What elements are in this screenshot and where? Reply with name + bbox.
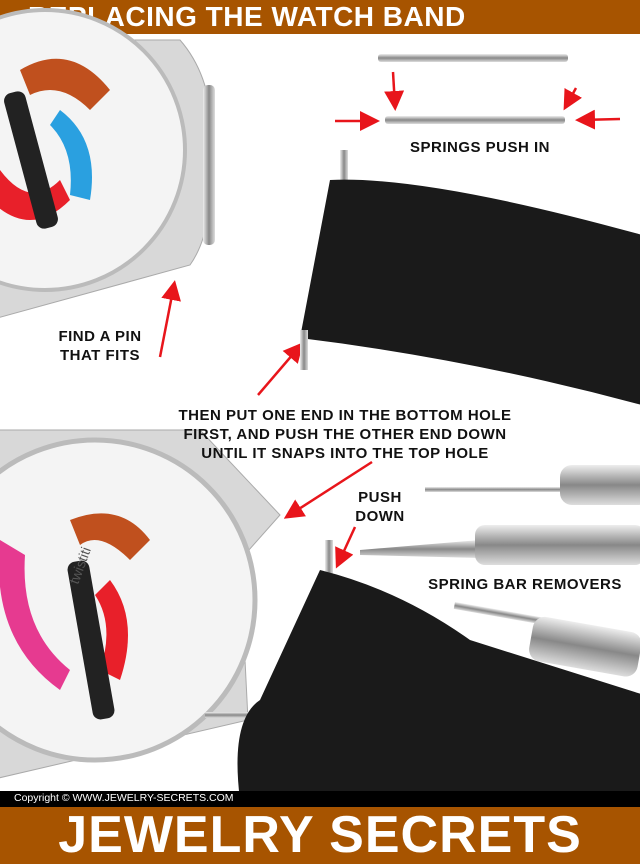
watch-top: [0, 10, 215, 320]
brand-name: JEWELRY SECRETS: [0, 805, 640, 865]
push-down-label: PUSH DOWN: [340, 488, 420, 526]
brand-banner: JEWELRY SECRETS: [0, 807, 640, 864]
instruction-label: THEN PUT ONE END IN THE BOTTOM HOLE FIRS…: [140, 406, 550, 463]
strap-top: [300, 150, 640, 410]
watch-bottom: twistiti: [0, 430, 280, 780]
spring-bars: [378, 54, 568, 124]
find-pin-line-1: FIND A PIN: [40, 327, 160, 346]
instruction-line-3: UNTIL IT SNAPS INTO THE TOP HOLE: [140, 444, 550, 463]
push-line-1: PUSH: [340, 488, 420, 507]
springs-push-in-label: SPRINGS PUSH IN: [380, 138, 580, 157]
spring-bar-removers-label: SPRING BAR REMOVERS: [405, 575, 640, 594]
instruction-line-1: THEN PUT ONE END IN THE BOTTOM HOLE: [140, 406, 550, 425]
find-pin-label: FIND A PIN THAT FITS: [40, 327, 160, 365]
find-pin-line-2: THAT FITS: [40, 346, 160, 365]
push-line-2: DOWN: [340, 507, 420, 526]
instruction-line-2: FIRST, AND PUSH THE OTHER END DOWN: [140, 425, 550, 444]
copyright-text: Copyright © WWW.JEWELRY-SECRETS.COM: [14, 792, 234, 804]
